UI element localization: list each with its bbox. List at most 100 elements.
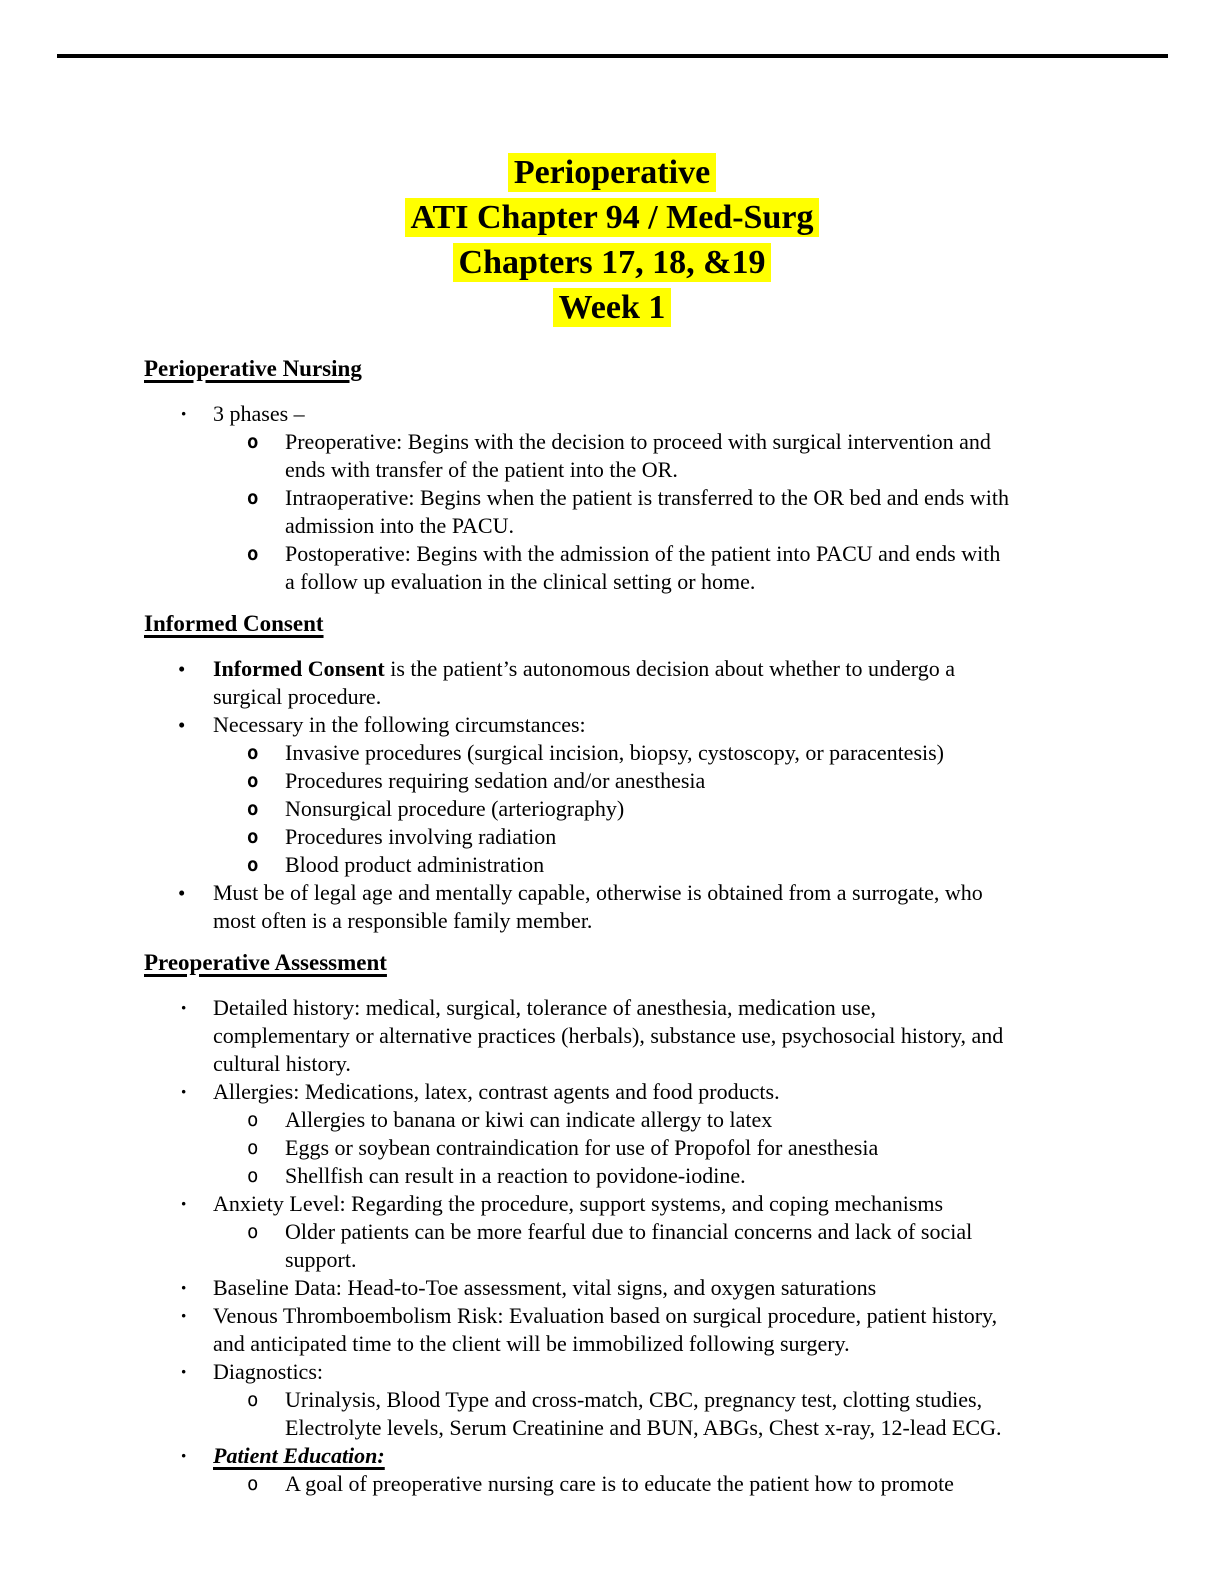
text-run: Must be of legal age and mentally capabl… <box>213 880 983 905</box>
list-item-line: · Baseline Data: Head-to-Toe assessment, … <box>144 1274 1224 1302</box>
text-run: surgical procedure. <box>213 684 382 709</box>
disc-bullet-icon: • <box>178 881 186 905</box>
circle-o-bullet-icon: o <box>247 1389 259 1411</box>
text-run: complementary or alternative practices (… <box>213 1023 1004 1048</box>
text-run: Allergies: Medications, latex, contrast … <box>213 1079 780 1104</box>
text-run: a follow up evaluation in the clinical s… <box>285 569 756 594</box>
dot-bullet-icon: · <box>180 995 188 1020</box>
text-run: 3 phases – <box>213 401 305 426</box>
text-run: Baseline Data: Head-to-Toe assessment, v… <box>213 1275 877 1300</box>
list-item-line: • Must be of legal age and mentally capab… <box>144 879 1224 907</box>
title-line: Chapters 17, 18, &19 <box>0 240 1224 285</box>
list-item-line: o Invasive procedures (surgical incision,… <box>144 739 1224 767</box>
text-run: cultural history. <box>213 1051 351 1076</box>
list-item-line: o Shellfish can result in a reaction to p… <box>144 1162 1224 1190</box>
circle-o-bullet-icon: o <box>247 742 259 764</box>
circle-o-bullet-icon: o <box>247 487 259 509</box>
list-item-continuation-line: most often is a responsible family membe… <box>144 907 1224 935</box>
circle-o-bullet-icon: o <box>247 1165 259 1187</box>
highlighted-title-text: ATI Chapter 94 / Med-Surg <box>404 198 820 237</box>
dot-bullet-icon: · <box>180 1191 188 1216</box>
list-item-line: o Procedures involving radiation <box>144 823 1224 851</box>
text-run: A goal of preoperative nursing care is t… <box>285 1471 954 1496</box>
list-item-line: o Eggs or soybean contraindication for us… <box>144 1134 1224 1162</box>
list-item-continuation-line: ends with transfer of the patient into t… <box>144 456 1224 484</box>
text-run: admission into the PACU. <box>285 513 514 538</box>
circle-o-bullet-icon: o <box>247 1137 259 1159</box>
text-run: Detailed history: medical, surgical, tol… <box>213 995 877 1020</box>
text-run: Necessary in the following circumstances… <box>213 712 586 737</box>
list-item-line: o Allergies to banana or kiwi can indicat… <box>144 1106 1224 1134</box>
dot-bullet-icon: · <box>180 1359 188 1384</box>
title-line: Week 1 <box>0 285 1224 330</box>
circle-o-bullet-icon: o <box>247 431 259 453</box>
circle-o-bullet-icon: o <box>247 1109 259 1131</box>
list-item-continuation-line: cultural history. <box>144 1050 1224 1078</box>
list-item-line: o Older patients can be more fearful due … <box>144 1218 1224 1246</box>
text-run: Blood product administration <box>285 852 545 877</box>
list-item-line: o Procedures requiring sedation and/or an… <box>144 767 1224 795</box>
text-run: Preoperative: Begins with the decision t… <box>285 429 991 454</box>
text-run: Allergies to banana or kiwi can indicate… <box>285 1107 773 1132</box>
dot-bullet-icon: · <box>180 1303 188 1328</box>
text-run: most often is a responsible family membe… <box>213 908 593 933</box>
text-run: Electrolyte levels, Serum Creatinine and… <box>285 1415 1002 1440</box>
dot-bullet-icon: · <box>180 1275 188 1300</box>
list-item-line: o Intraoperative: Begins when the patient… <box>144 484 1224 512</box>
text-run: Intraoperative: Begins when the patient … <box>285 485 1009 510</box>
text-run: Invasive procedures (surgical incision, … <box>285 740 945 765</box>
section-heading: Preoperative Assessment <box>144 950 387 975</box>
top-rule-divider <box>57 54 1168 58</box>
text-run: Procedures requiring sedation and/or ane… <box>285 768 706 793</box>
text-run: is the patient’s autonomous decision abo… <box>384 656 955 681</box>
list-item-line: · Venous Thromboembolism Risk: Evaluation… <box>144 1302 1224 1330</box>
list-item-line: o Urinalysis, Blood Type and cross-match,… <box>144 1386 1224 1414</box>
text-run: Patient Education: <box>213 1443 385 1468</box>
list-item-continuation-line: and anticipated time to the client will … <box>144 1330 1224 1358</box>
list-item-line: •Informed Consent is the patient’s auton… <box>144 655 1224 683</box>
text-run: Diagnostics: <box>213 1359 323 1384</box>
document-title: Perioperative ATI Chapter 94 / Med-Surg … <box>0 0 1224 330</box>
circle-o-bullet-icon: o <box>247 798 259 820</box>
list-item-line: · Diagnostics: <box>144 1358 1224 1386</box>
title-line: ATI Chapter 94 / Med-Surg <box>0 195 1224 240</box>
list-item-line: · Detailed history: medical, surgical, to… <box>144 994 1224 1022</box>
list-item-line: o Preoperative: Begins with the decision … <box>144 428 1224 456</box>
circle-o-bullet-icon: o <box>247 1221 259 1243</box>
dot-bullet-icon: · <box>180 401 188 426</box>
dot-bullet-icon: · <box>180 1443 188 1468</box>
highlighted-title-text: Perioperative <box>507 153 717 192</box>
highlighted-title-text: Chapters 17, 18, &19 <box>452 243 772 282</box>
circle-o-bullet-icon: o <box>247 770 259 792</box>
section-heading: Perioperative Nursing <box>144 356 362 381</box>
section-heading: Informed Consent <box>144 611 324 636</box>
dot-bullet-icon: · <box>180 1079 188 1104</box>
list-item-line: o Postoperative: Begins with the admissio… <box>144 540 1224 568</box>
circle-o-bullet-icon: o <box>247 826 259 848</box>
list-item-line: o Nonsurgical procedure (arteriography) <box>144 795 1224 823</box>
text-run: ends with transfer of the patient into t… <box>285 457 678 482</box>
highlighted-title-text: Week 1 <box>552 288 672 327</box>
list-item-continuation-line: admission into the PACU. <box>144 512 1224 540</box>
list-item-line: · Patient Education: <box>144 1442 1224 1470</box>
list-item-continuation-line: support. <box>144 1246 1224 1274</box>
text-run: Urinalysis, Blood Type and cross-match, … <box>285 1387 983 1412</box>
list-item-continuation-line: surgical procedure. <box>144 683 1224 711</box>
text-run: Postoperative: Begins with the admission… <box>285 541 1001 566</box>
text-run: Nonsurgical procedure (arteriography) <box>285 796 625 821</box>
text-run: Older patients can be more fearful due t… <box>285 1219 973 1244</box>
list-item-continuation-line: complementary or alternative practices (… <box>144 1022 1224 1050</box>
text-run: Eggs or soybean contraindication for use… <box>285 1135 879 1160</box>
text-run: Shellfish can result in a reaction to po… <box>285 1163 746 1188</box>
circle-o-bullet-icon: o <box>247 543 259 565</box>
text-run: Procedures involving radiation <box>285 824 557 849</box>
text-run: and anticipated time to the client will … <box>213 1331 850 1356</box>
disc-bullet-icon: • <box>178 713 186 737</box>
list-item-line: • Necessary in the following circumstance… <box>144 711 1224 739</box>
text-run: Venous Thromboembolism Risk: Evaluation … <box>213 1303 998 1328</box>
list-item-line: · Allergies: Medications, latex, contrast… <box>144 1078 1224 1106</box>
list-item-line: ·Anxiety Level: Regarding the procedure,… <box>144 1190 1224 1218</box>
